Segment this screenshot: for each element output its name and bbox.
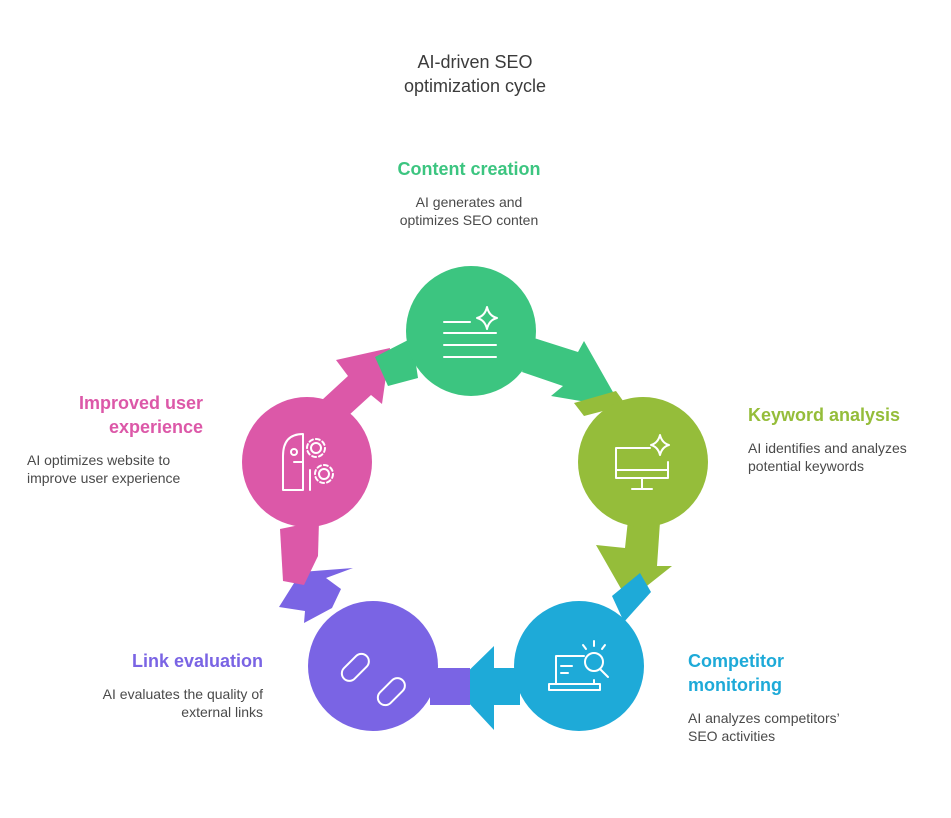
keyword-analysis-title: Keyword analysis [748, 405, 901, 425]
laptop-search-icon [548, 640, 609, 691]
keyword-analysis-circle[interactable] [578, 397, 708, 527]
improved-user-experience-circle[interactable] [242, 397, 372, 527]
arrow-competitor-to-link [453, 646, 520, 730]
competitor-monitoring-description: AI analyzes competitors’ SEO activities [688, 710, 840, 744]
arrow-link-to-ux-tail [280, 521, 319, 585]
arrow-content-to-keyword [522, 338, 622, 408]
diagram-title: AI-driven SEO optimization cycle [403, 52, 547, 96]
document-sparkle-icon [443, 306, 498, 358]
improved-user-experience-description: AI optimizes website to improve user exp… [27, 452, 181, 486]
content-creation-description: AI generates and optimizes SEO conten [399, 194, 539, 228]
chain-link-icon [340, 652, 406, 707]
content-creation-title: Content creation [397, 159, 541, 179]
competitor-monitoring-circle[interactable] [514, 601, 644, 731]
arrow-ux-to-content [322, 348, 390, 416]
keyword-analysis-description: AI identifies and analyzes potential key… [748, 440, 907, 474]
arrow-content-to-keyword-tail [574, 391, 626, 416]
arrow-ux-to-content-tail [375, 338, 418, 386]
content-creation-circle[interactable] [406, 266, 536, 396]
arrow-competitor-to-link-tail [430, 668, 470, 705]
monitor-sparkle-icon [615, 434, 670, 490]
improved-user-experience-title: Improved user experience [78, 393, 203, 437]
arrow-keyword-to-competitor-tail [612, 573, 651, 622]
head-gear-icon [282, 433, 334, 491]
link-evaluation-circle[interactable] [308, 601, 438, 731]
arrow-keyword-to-competitor [596, 520, 672, 601]
link-evaluation-description: AI evaluates the quality of external lin… [102, 686, 263, 720]
link-evaluation-title: Link evaluation [131, 651, 263, 671]
competitor-monitoring-title: Competitor monitoring [688, 651, 784, 695]
